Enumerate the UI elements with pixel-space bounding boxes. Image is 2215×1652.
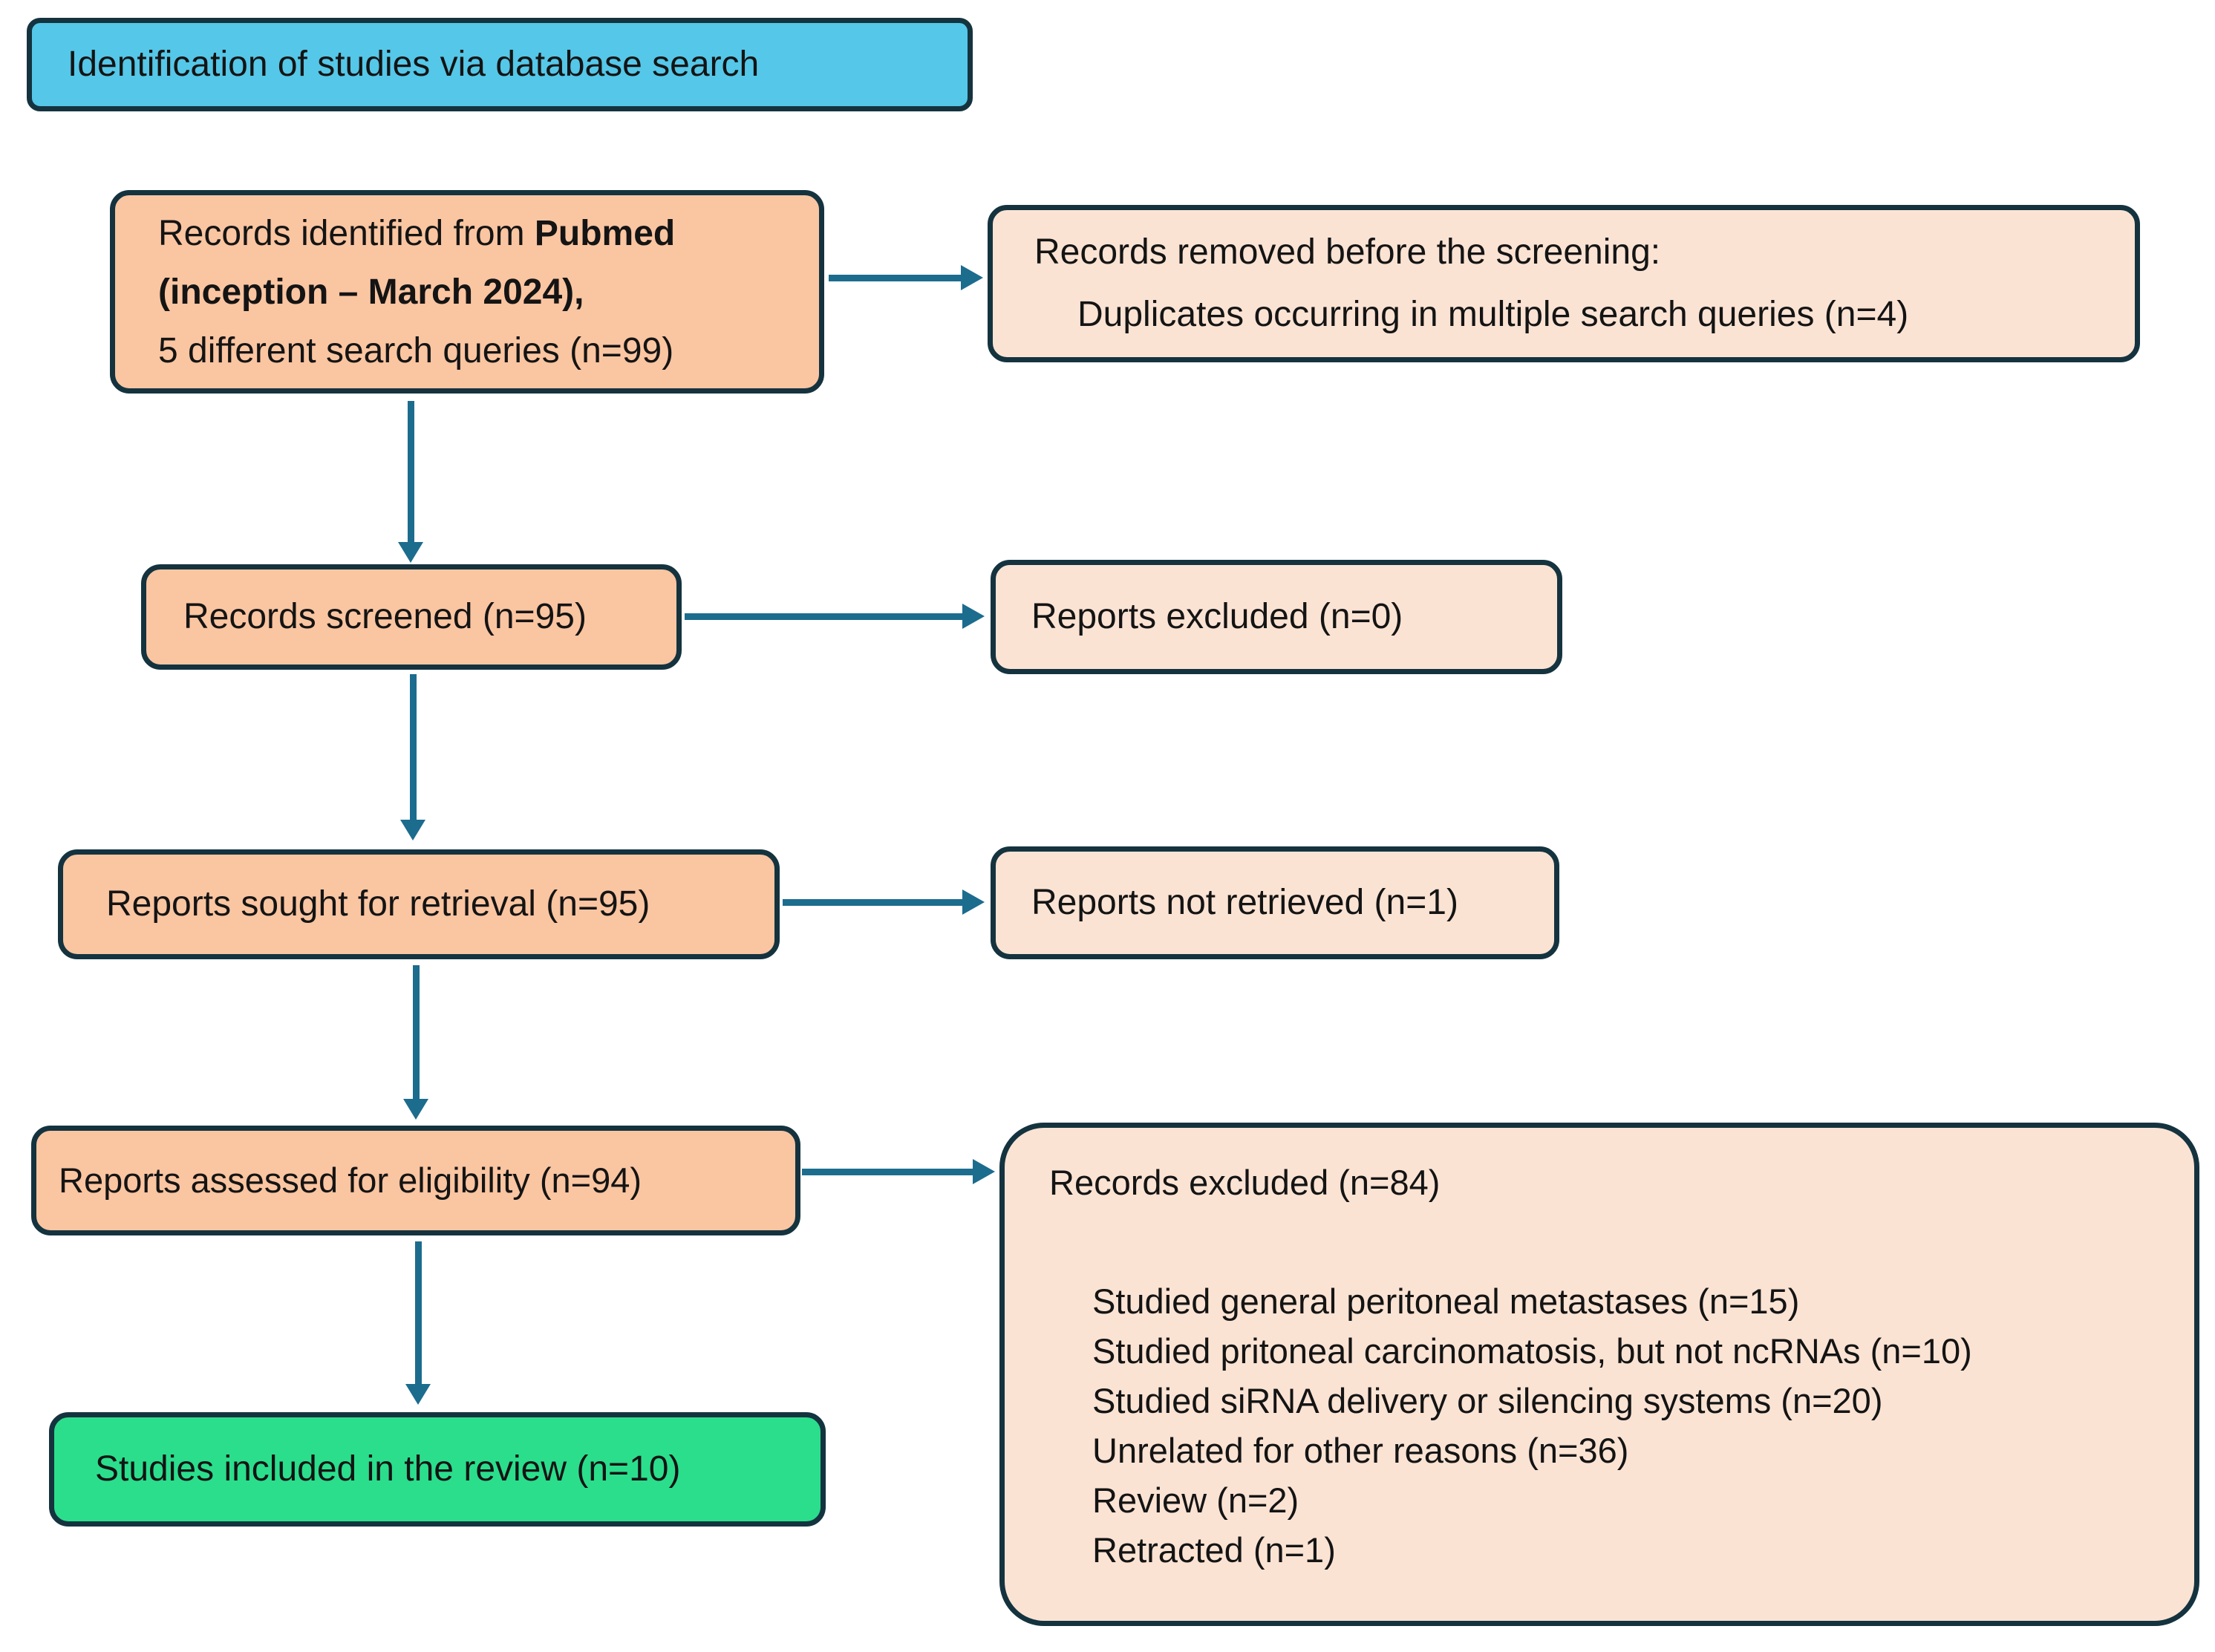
reports-excluded-label: Reports excluded (n=0) [1031,597,1403,637]
box-reports-excluded: Reports excluded (n=0) [991,560,1562,674]
arrow-line [783,899,964,906]
box-reports-sought: Reports sought for retrieval (n=95) [58,849,780,959]
records-excluded-heading: Records excluded (n=84) [1049,1163,1441,1202]
arrow-head-icon [400,820,425,840]
records-removed-line2: Duplicates occurring in multiple search … [1077,295,1909,334]
arrow-head-icon [398,542,423,563]
arrow-line [408,401,414,546]
studies-included-label: Studies included in the review (n=10) [95,1449,681,1489]
title-label: Identification of studies via database s… [68,45,760,85]
arrow-head-icon [403,1099,428,1120]
box-records-identified: Records identified from Pubmed (inceptio… [110,190,824,394]
title-banner: Identification of studies via database s… [27,18,973,111]
reports-assessed-label: Reports assessed for eligibility (n=94) [59,1160,642,1200]
records-excluded-reasons: Studied general peritoneal metastases (n… [1049,1276,2172,1575]
exclusion-reason: Unrelated for other reasons (n=36) [1092,1431,1629,1471]
arrow-line [410,674,417,823]
box-reports-not-retrieved: Reports not retrieved (n=1) [991,846,1559,959]
arrow-head-icon [405,1384,431,1405]
arrow-line [415,1241,422,1387]
exclusion-reason: Retracted (n=1) [1092,1530,1336,1570]
exclusion-reason: Studied siRNA delivery or silencing syst… [1092,1381,1883,1421]
reports-not-retrieved-label: Reports not retrieved (n=1) [1031,883,1458,923]
records-identified-line1-normal: Records identified from [158,213,535,253]
records-removed-line1: Records removed before the screening: [1034,232,1661,272]
box-records-screened: Records screened (n=95) [141,564,682,670]
records-identified-line3: 5 different search queries (n=99) [158,330,674,370]
exclusion-reason: Studied general peritoneal metastases (n… [1092,1282,1800,1322]
arrow-line [802,1169,974,1175]
box-studies-included: Studies included in the review (n=10) [49,1412,826,1527]
records-identified-line2: (inception – March 2024), [158,272,584,312]
arrow-line [413,965,420,1102]
box-reports-assessed: Reports assessed for eligibility (n=94) [31,1126,800,1235]
box-records-excluded-eligibility: Records excluded (n=84) Studied general … [999,1123,2199,1626]
arrow-head-icon [961,265,983,290]
reports-sought-label: Reports sought for retrieval (n=95) [106,884,650,924]
records-identified-line1: Records identified from Pubmed [158,204,819,263]
arrow-head-icon [962,604,985,629]
records-identified-line1-bold: Pubmed [534,213,676,253]
exclusion-reason: Review (n=2) [1092,1480,1299,1521]
arrow-head-icon [962,889,985,915]
arrow-line [829,275,964,281]
box-records-removed: Records removed before the screening: Du… [988,205,2140,362]
arrow-line [685,613,964,620]
records-screened-label: Records screened (n=95) [183,597,587,637]
arrow-head-icon [973,1159,995,1184]
exclusion-reason: Studied pritoneal carcinomatosis, but no… [1092,1331,1972,1371]
